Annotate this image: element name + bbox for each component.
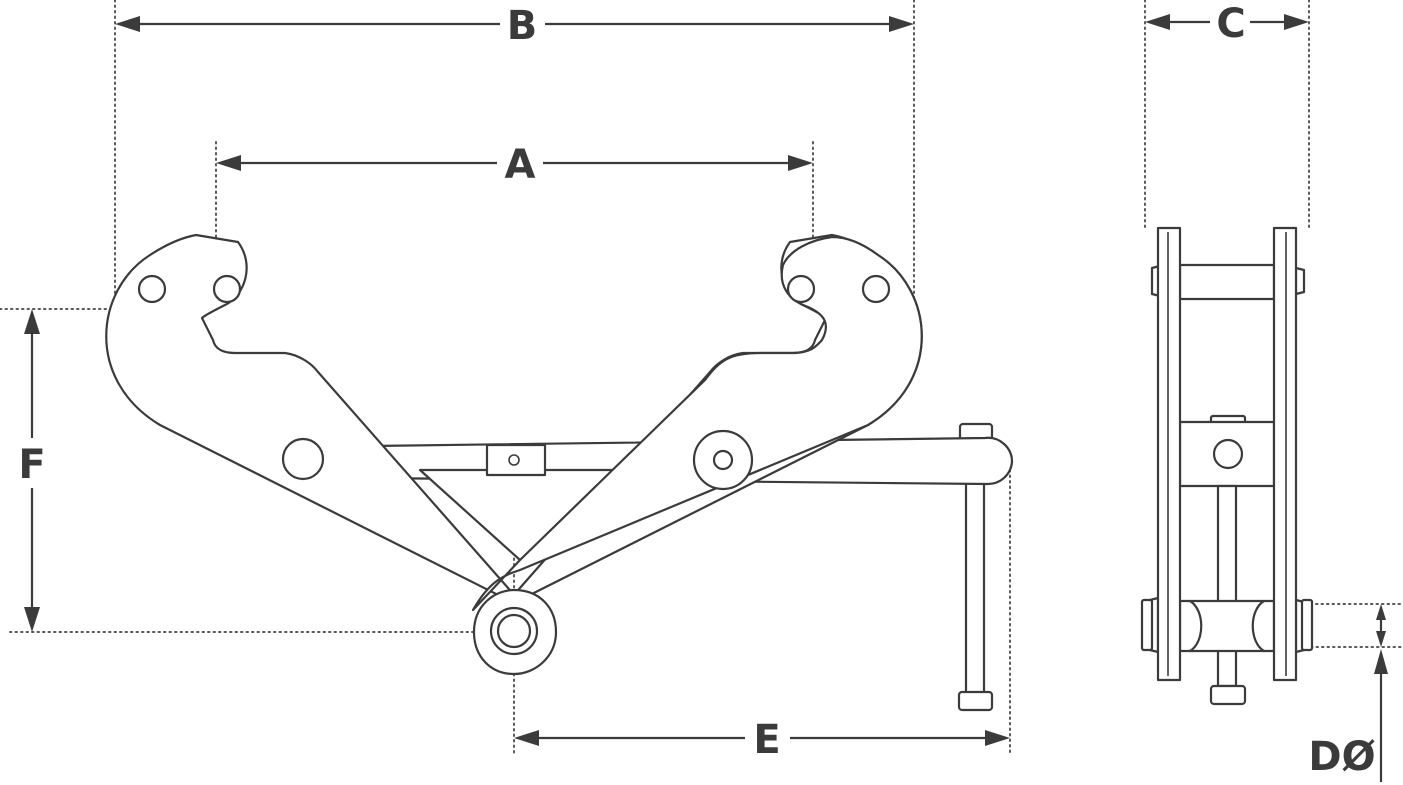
dimension-label-b: B [507, 3, 538, 49]
clamp-front-view [105, 233, 1014, 712]
dimension-f: F [18, 309, 46, 632]
left-arm-hole [281, 437, 325, 481]
dimension-label-f: F [18, 442, 45, 488]
dimension-d: DØ [1308, 604, 1388, 782]
dimension-b: B [115, 3, 914, 49]
left-jaw-outer-hole [137, 274, 167, 304]
dimension-a: A [216, 142, 813, 188]
clamp-right-arm [471, 235, 923, 612]
dimension-label-d: DØ [1308, 734, 1375, 780]
dimension-label-a: A [505, 142, 536, 188]
left-jaw-inner-hole [212, 274, 242, 304]
dimension-label-c: C [1216, 1, 1245, 47]
dimension-label-e: E [753, 717, 780, 763]
dimension-c: C [1145, 1, 1309, 47]
right-arm-hole [712, 449, 734, 471]
clamp-pivot [472, 588, 558, 676]
right-jaw-inner-hole [786, 274, 816, 304]
side-plate-right [1272, 226, 1298, 682]
clamp-side-view [1140, 226, 1314, 706]
clamp-spindle [957, 476, 994, 712]
right-jaw-outer-hole [861, 274, 891, 304]
clamp-left-jaw [105, 233, 547, 632]
side-plate-left [1156, 226, 1182, 682]
dimension-e: E [514, 717, 1010, 763]
